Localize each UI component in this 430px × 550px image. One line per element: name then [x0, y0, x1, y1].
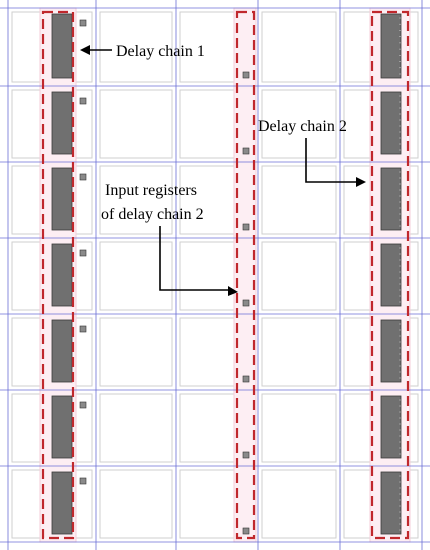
- annotations: Delay chain 1 Delay chain 2 Input regist…: [80, 43, 366, 296]
- delay-chain-1-block: [51, 91, 73, 155]
- logic-tile: [99, 393, 173, 463]
- logic-tile: [261, 393, 337, 463]
- logic-tile: [261, 241, 337, 311]
- logic-tile: [99, 11, 173, 83]
- delay-chain-1-register: [79, 19, 87, 27]
- logic-tile: [99, 469, 173, 539]
- logic-tile: [261, 317, 337, 387]
- arrow-input-registers-line: [159, 226, 228, 291]
- input-register: [242, 527, 250, 535]
- input-registers-delay-chain-2: [242, 71, 250, 535]
- logic-tile: [99, 241, 173, 311]
- delay-chain-2-block: [380, 167, 402, 231]
- delay-chain-1-register: [79, 97, 87, 105]
- delay-chain-1-block: [51, 13, 73, 79]
- delay-chain-2-block: [380, 243, 402, 307]
- arrow-delay-chain-1-head: [80, 45, 90, 55]
- input-register: [242, 375, 250, 383]
- input-register: [242, 71, 250, 79]
- delay-chain-1-block: [51, 395, 73, 459]
- delay-chain-1-block: [51, 319, 73, 383]
- input-registers-outline: [235, 10, 256, 540]
- delay-chain-2-block: [380, 471, 402, 535]
- logic-tile: [261, 11, 337, 83]
- delay-chain-2-block: [380, 395, 402, 459]
- label-delay-chain-2: Delay chain 2: [258, 118, 347, 135]
- delay-chain-1-outline: [41, 10, 75, 540]
- delay-chain-1-register: [79, 173, 87, 181]
- logic-tile: [99, 317, 173, 387]
- delay-chain-2-block: [380, 319, 402, 383]
- delay-chain-2-outline: [370, 10, 410, 540]
- label-input-registers-line1: Input registers: [105, 182, 197, 199]
- logic-tile: [261, 89, 337, 159]
- delay-chain-1-register: [79, 477, 87, 485]
- delay-chain-1-blocks: [51, 13, 73, 535]
- input-register: [242, 299, 250, 307]
- label-delay-chain-1: Delay chain 1: [116, 43, 205, 60]
- logic-tile: [99, 165, 173, 235]
- input-register: [242, 223, 250, 231]
- logic-tile: [261, 165, 337, 235]
- delay-chain-1-block: [51, 167, 73, 231]
- arrow-delay-chain-2-head: [356, 177, 366, 187]
- delay-chain-2-block: [380, 91, 402, 155]
- input-register: [242, 451, 250, 459]
- logic-tile: [99, 89, 173, 159]
- input-register: [242, 147, 250, 155]
- arrow-input-registers-head: [228, 286, 238, 296]
- delay-chain-1-register: [79, 401, 87, 409]
- logic-tile: [261, 469, 337, 539]
- delay-chain-1-block: [51, 471, 73, 535]
- label-input-registers-line2: of delay chain 2: [101, 206, 204, 223]
- delay-chain-1-register: [79, 325, 87, 333]
- delay-chain-2-block: [380, 13, 402, 79]
- delay-chain-1-block: [51, 243, 73, 307]
- arrow-delay-chain-2-line: [305, 138, 356, 183]
- delay-chain-2-blocks: [380, 13, 402, 535]
- delay-chain-1-registers: [79, 19, 87, 485]
- delay-chain-1-register: [79, 249, 87, 257]
